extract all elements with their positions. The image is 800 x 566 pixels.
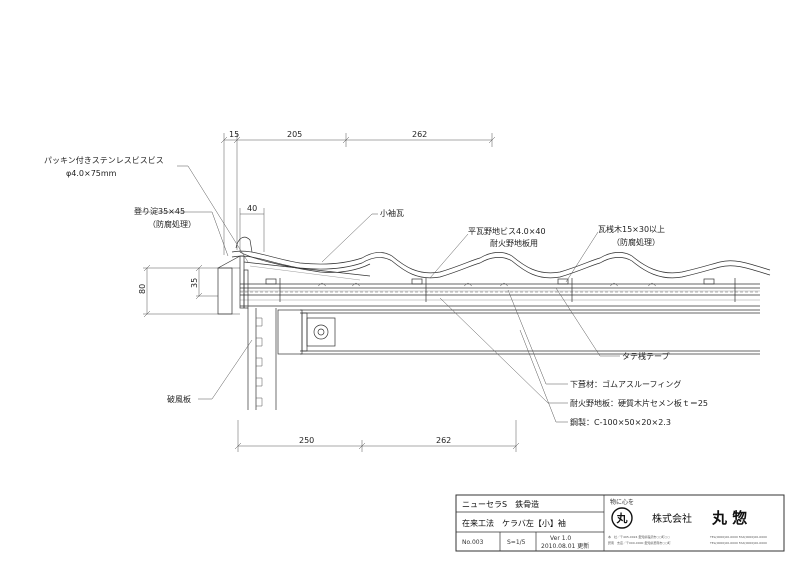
company-address: 本 社／〒495-0024 愛知県稲沢市○○町○○ TEL(0000)00-00…: [608, 534, 767, 545]
address-line-3: 碧南 支店／〒000-0000 愛知県碧南市○○町: [608, 540, 671, 545]
top-dimension-line: [220, 133, 496, 255]
title-description: 在来工法 ケラバ左【小】袖: [462, 518, 566, 528]
dim-top-15: 15: [229, 130, 239, 139]
label-screw-size: φ4.0×75mm: [66, 169, 117, 178]
label-vertical-tape: タテ桟テープ: [622, 351, 670, 361]
title-version: Ver 1.0: [550, 535, 571, 542]
dim-top-262: 262: [412, 130, 427, 139]
bottom-dimension-line: [234, 420, 520, 452]
label-tile-batten-note: （防腐処理）: [612, 237, 660, 247]
dim-bottom-250: 250: [299, 436, 314, 445]
label-ridge-batten-note: （防腐処理）: [148, 219, 196, 229]
dim-80: 80: [138, 284, 147, 294]
label-bargeboard: 破風板: [167, 394, 191, 404]
label-underlay: 下葺材：ゴムアスルーフィング: [570, 379, 681, 389]
company-motto: 物に心を: [610, 498, 634, 506]
title-number: No.003: [462, 539, 484, 546]
label-screw: パッキン付きステンレスビスビス: [44, 155, 164, 165]
address-line-2: TEL(0000)00-0000 FAX(0000)00-0000: [709, 535, 767, 539]
dim-top-205: 205: [287, 130, 302, 139]
address-line-1: 本 社／〒495-0024 愛知県稲沢市○○町○○: [608, 534, 670, 539]
dim-35: 35: [190, 278, 199, 288]
dim-bottom-262: 262: [436, 436, 451, 445]
label-base-screw: 平瓦野地ビス4.0×40: [468, 226, 546, 236]
title-block: [455, 494, 785, 552]
address-line-4: TEL(0000)00-0000 FAX(0000)00-0000: [709, 541, 767, 545]
label-ridge-batten: 登り淀35×45: [134, 206, 185, 216]
label-base-screw-note: 耐火野地板用: [490, 238, 538, 248]
label-tile-batten: 瓦桟木15×30以上: [598, 224, 665, 234]
label-fireproof-board: 耐火野地板：硬質木片セメン板ｔ＝25: [570, 398, 708, 408]
title-date: 2010.08.01 更新: [541, 542, 589, 550]
roof-layers: [217, 255, 760, 315]
label-small-sleeve-tile: 小袖瓦: [380, 208, 404, 218]
title-scale: S=1/5: [507, 539, 526, 546]
label-steel: 鋼製：C-100×50×20×2.3: [570, 417, 671, 427]
dim-40: 40: [247, 204, 257, 213]
steel-channel: [277, 309, 760, 355]
company-prefix: 株式会社: [652, 512, 692, 525]
company-logo-char: 丸: [616, 511, 629, 525]
title-product: ニューセラS 鉄骨造: [462, 499, 539, 509]
company-logo: 丸: [611, 507, 633, 529]
leader-lines: [134, 165, 620, 423]
dim-40-line: [239, 208, 265, 252]
company-name: 丸 惣: [711, 509, 747, 527]
bargeboard-shape: [247, 308, 277, 410]
vertical-dimensions: [143, 264, 240, 318]
roof-tiles: [231, 236, 771, 281]
